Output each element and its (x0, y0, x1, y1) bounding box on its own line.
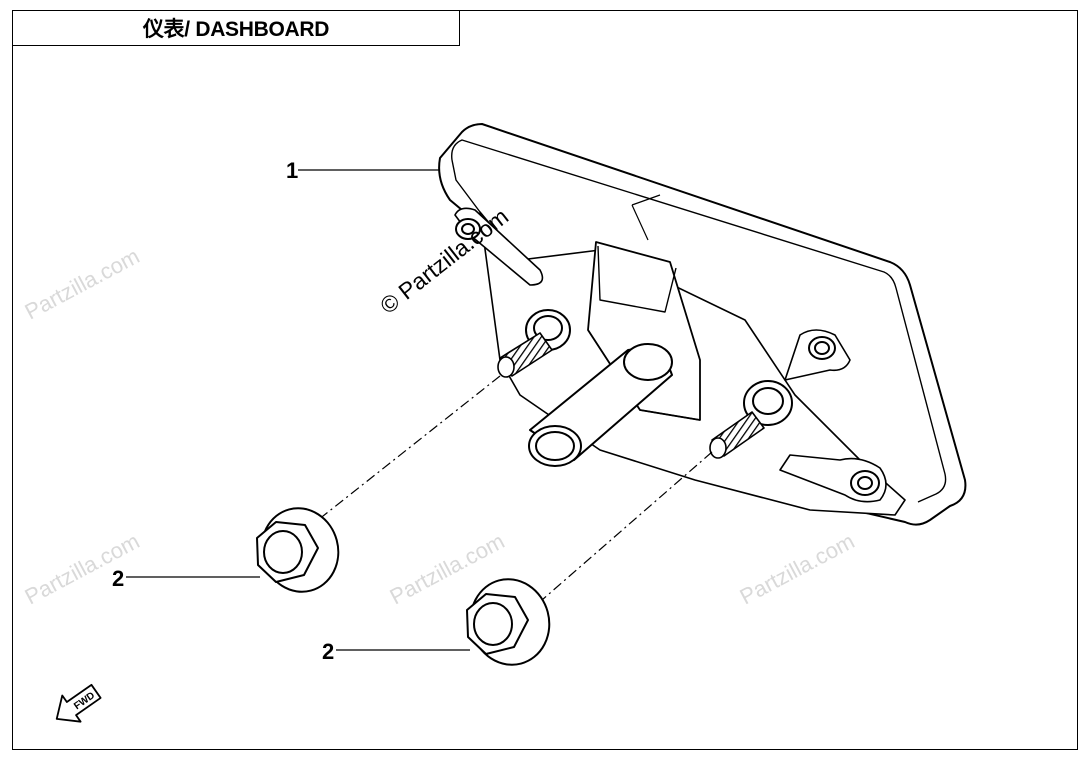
diagram-frame (12, 10, 1078, 750)
dashboard-meter (438, 123, 967, 526)
diagram-title-text: 仪表/ DASHBOARD (142, 18, 330, 41)
flange-nut (256, 507, 340, 593)
watermark-text: Partzilla.com (736, 528, 859, 609)
assembly-line (541, 451, 713, 601)
watermark-text: Partzilla.com (21, 528, 144, 609)
callout-2a-label: 2 (112, 566, 124, 591)
watermark-text: Partzilla.com (21, 243, 144, 324)
callout-2b-label: 2 (322, 639, 334, 664)
assembly-line (317, 375, 501, 521)
callout-1-label: 1 (286, 158, 298, 183)
leader-lines (126, 169, 470, 651)
diagram-title: 仪表/ DASHBOARD (12, 10, 460, 46)
assembly-line-group (317, 375, 713, 601)
flange-nut (466, 578, 551, 666)
forward-arrow-icon: FWD (55, 683, 102, 723)
